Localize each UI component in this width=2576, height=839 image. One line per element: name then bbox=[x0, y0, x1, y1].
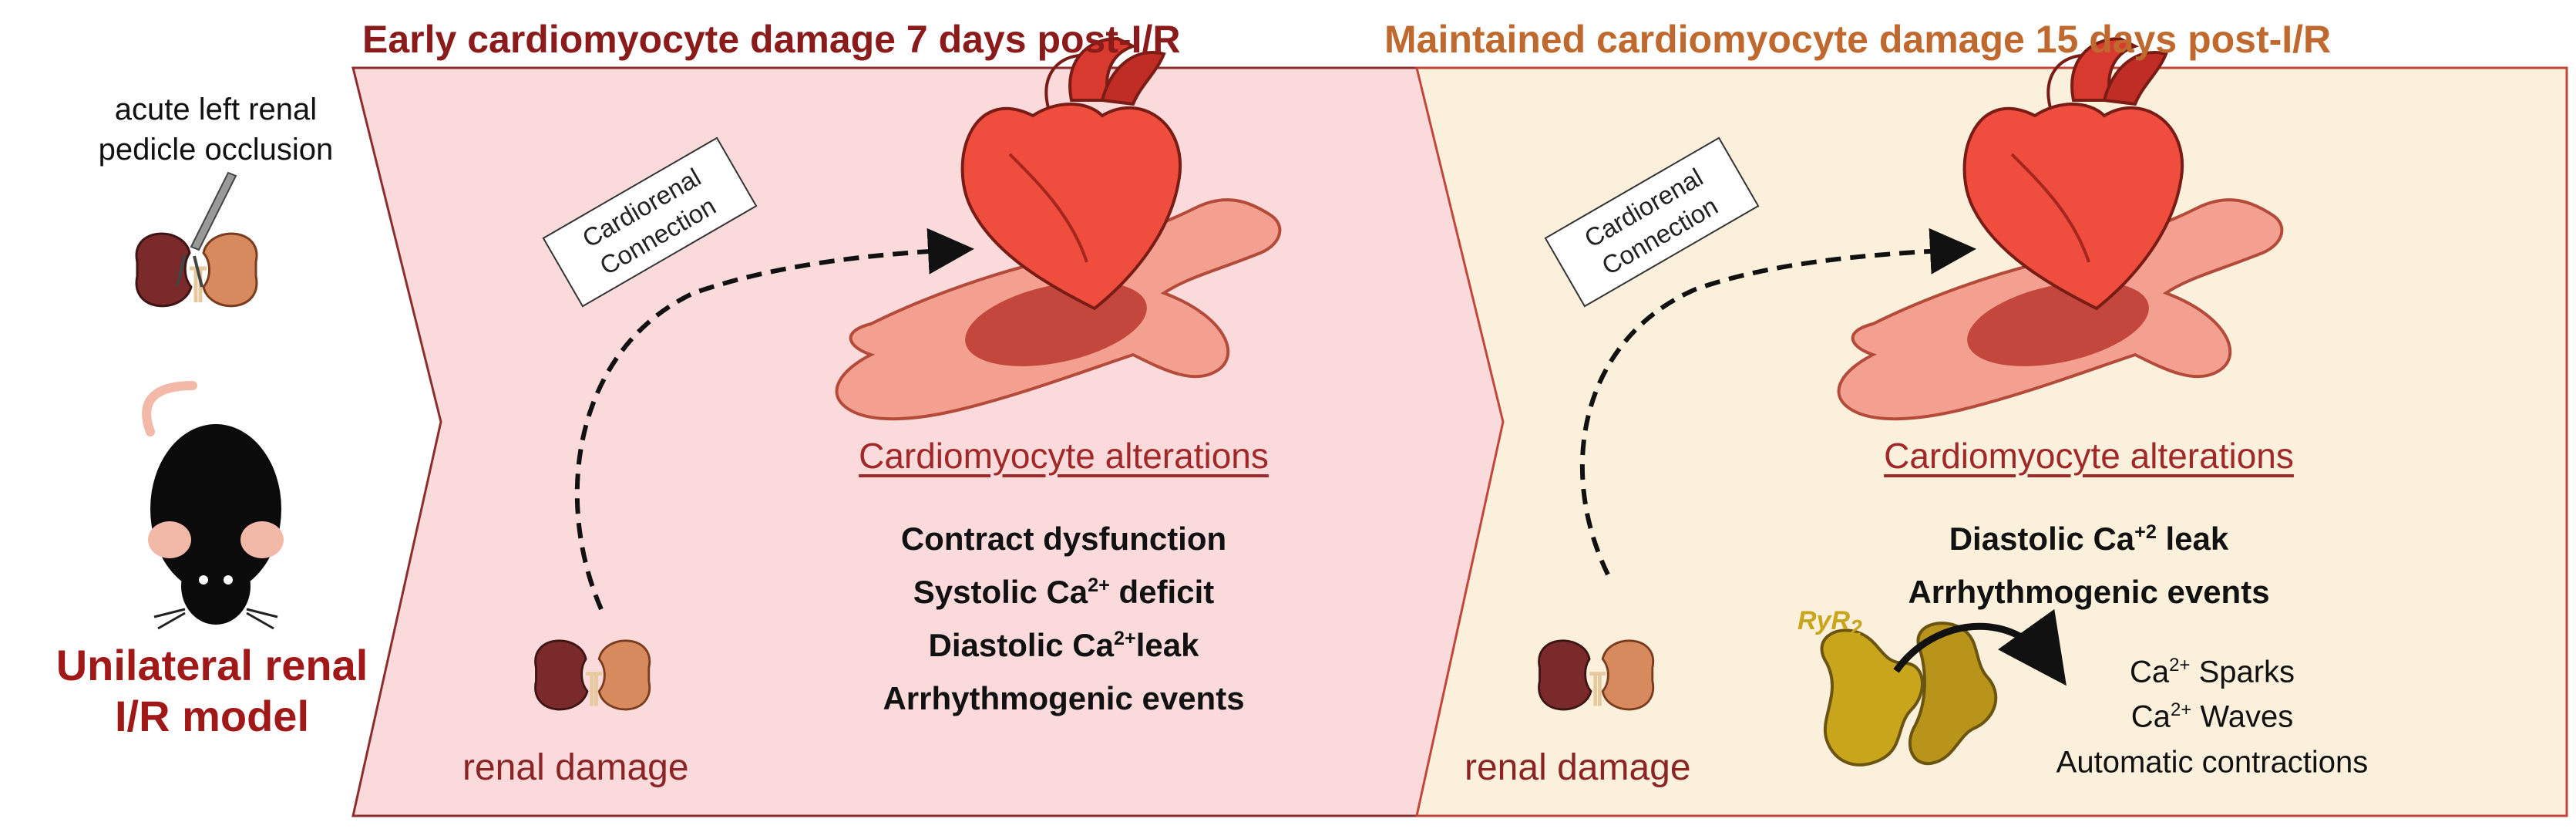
panel1-alterations-title: Cardiomyocyte alterations bbox=[859, 436, 1269, 476]
event-waves: Ca2+ Waves bbox=[2130, 699, 2294, 734]
panel2-background bbox=[1415, 66, 2568, 817]
panel2-alterations-list: Diastolic Ca+2 leak Arrhythmogenic event… bbox=[1796, 509, 2382, 615]
panel2-ca-events: Ca2+ Sparks Ca2+ Waves Automatic contrac… bbox=[1973, 646, 2451, 781]
panel1-item-4: Arrhythmogenic events bbox=[883, 680, 1245, 716]
event-sparks: Ca2+ Sparks bbox=[2129, 655, 2295, 689]
ryr2-label: RyR2 bbox=[1797, 606, 1862, 641]
ryr2-arrow bbox=[1893, 608, 2067, 686]
event-automatic-contractions: Automatic contractions bbox=[2056, 744, 2369, 779]
header-maintained-damage: Maintained cardiomyocyte damage 15 days … bbox=[1384, 18, 2332, 61]
panel1-cardiorenal-arrow bbox=[574, 227, 974, 611]
panel2-renal-damage-label: renal damage bbox=[1465, 747, 1691, 788]
panel2-alterations-title: Cardiomyocyte alterations bbox=[1884, 436, 2294, 476]
header-early-damage: Early cardiomyocyte damage 7 days post-I… bbox=[362, 18, 1181, 61]
model-title-line1: Unilateral renal bbox=[55, 641, 368, 689]
occlusion-caption-line1: acute left renal bbox=[114, 93, 318, 126]
panel1-item-2: Systolic Ca2+ deficit bbox=[913, 574, 1215, 610]
mouse-icon bbox=[142, 381, 284, 630]
panel2-item-2: Arrhythmogenic events bbox=[1908, 574, 2270, 610]
panel1-item-3: Diastolic Ca2+leak bbox=[928, 627, 1199, 663]
panel1-renal-damage-label: renal damage bbox=[462, 747, 689, 788]
panel1-item-1: Contract dysfunction bbox=[900, 521, 1227, 557]
panel2-cardiorenal-arrow bbox=[1579, 227, 1976, 576]
panel1-alterations-list: Contract dysfunction Systolic Ca2+ defic… bbox=[771, 509, 1357, 722]
model-title-line2: I/R model bbox=[114, 692, 310, 740]
clamp-icon bbox=[176, 171, 237, 288]
occlusion-caption-line2: pedicle occlusion bbox=[98, 133, 334, 167]
panel2-item-1: Diastolic Ca+2 leak bbox=[1949, 521, 2229, 557]
